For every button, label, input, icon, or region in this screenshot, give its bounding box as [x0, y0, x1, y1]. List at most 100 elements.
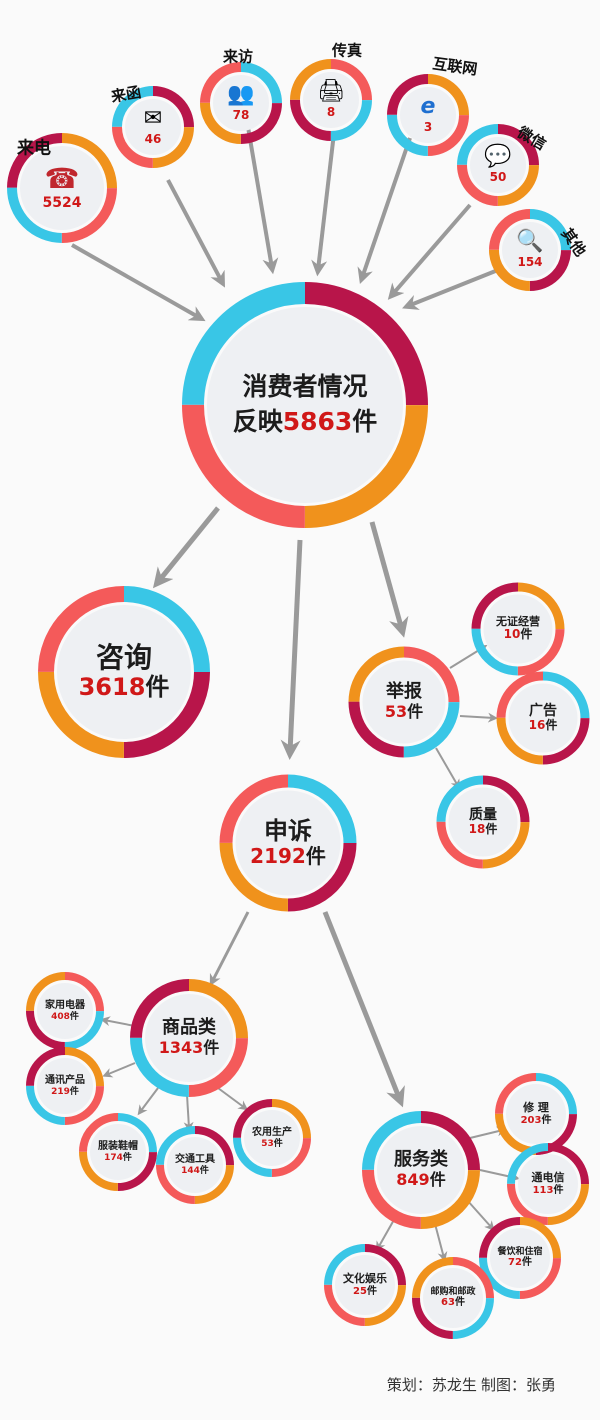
report-child-bubble-unit: 件 [485, 822, 498, 837]
services-ring-segment [362, 1111, 480, 1229]
consult-ring-segment [38, 586, 210, 758]
source-ring-segment [112, 86, 194, 168]
goods-child-bubble-value: 219件 [51, 1087, 79, 1097]
report-bubble-unit: 件 [407, 702, 424, 722]
source-ring-segment [7, 133, 117, 243]
goods-child-bubble-unit: 件 [199, 1165, 209, 1176]
goods-child-bubble-value: 174件 [104, 1153, 132, 1163]
services-child-bubble-unit: 件 [521, 1257, 532, 1269]
goods-child-ring-segment [79, 1113, 157, 1191]
goods-child-ring-segment [233, 1099, 311, 1177]
source-ring-face [303, 72, 359, 128]
connector-arrow [322, 911, 405, 1108]
goods-child-bubble-label: 农用生产 [252, 1127, 292, 1139]
report-child-ring-segment [436, 775, 530, 869]
report-child-ring [496, 671, 590, 765]
source-ring [387, 74, 469, 156]
connector-arrow [209, 911, 250, 987]
services-child-bubble-number: 113 [532, 1184, 554, 1196]
complaint-bubble-number: 2192 [250, 844, 306, 869]
services-child-ring-segment [412, 1257, 494, 1339]
report-child-bubble-value: 10件 [504, 628, 533, 642]
source-ring [290, 59, 372, 141]
connector-arrow [71, 243, 206, 322]
goods-child-bubble-number: 53 [261, 1138, 274, 1149]
goods-ring-segment [130, 979, 248, 1097]
source-ring [457, 124, 539, 206]
services-ring-segment [362, 1111, 480, 1229]
connector-arrow [376, 1217, 396, 1252]
services-ring [362, 1111, 480, 1229]
source-ring [200, 62, 282, 144]
services-child-ring [479, 1217, 561, 1299]
source-ring-segment [200, 62, 282, 144]
services-child-ring-face [506, 1084, 566, 1144]
source-label: 来电 [17, 138, 51, 159]
source-ring-segment [387, 74, 469, 156]
connector-arrow [246, 126, 279, 275]
fax-icon: 🖨 [317, 79, 345, 104]
source-ring-face [213, 75, 269, 131]
services-child-bubble-value: 113件 [533, 1185, 564, 1197]
goods-child-bubble-value: 144件 [181, 1166, 209, 1176]
source-count: 46 [144, 132, 162, 146]
connector-arrow [183, 1094, 194, 1132]
goods-child-bubble-number: 144 [181, 1165, 200, 1176]
goods-bubble-label: 商品类 [162, 1017, 216, 1039]
goods-child-bubble-number: 219 [51, 1086, 70, 1097]
services-child-bubble-value: 203件 [521, 1115, 552, 1127]
report-child-bubble-unit: 件 [545, 718, 558, 733]
complaint-ring [219, 774, 357, 912]
services-child-ring-segment [507, 1143, 589, 1225]
credit-line: 策划：苏龙生 制图：张勇 [386, 1377, 556, 1394]
report-ring-segment [348, 646, 460, 758]
report-child-ring-segment [436, 775, 530, 869]
source-ring-segment [200, 62, 282, 144]
report-child-ring [471, 582, 565, 676]
services-child-ring-face [518, 1154, 578, 1214]
complaint-ring-face [235, 790, 341, 896]
services-child-ring-segment [412, 1257, 494, 1339]
services-child-bubble-label: 通电信 [531, 1170, 565, 1184]
bubble-rings [7, 59, 590, 1339]
services-child-ring-segment [324, 1244, 406, 1326]
services-bubble-value: 849件 [396, 1170, 445, 1189]
services-child-ring-segment [495, 1073, 577, 1155]
source-bubble: 🖨8 [306, 75, 356, 125]
goods-bubble-unit: 件 [203, 1038, 220, 1058]
goods-child-bubble-number: 174 [104, 1152, 123, 1163]
goods-child-bubble-unit: 件 [122, 1152, 132, 1163]
source-ring-segment [200, 62, 282, 144]
services-ring-face [377, 1126, 465, 1214]
source-ring-segment [457, 124, 539, 206]
source-ring [112, 86, 194, 168]
report-child-ring [436, 775, 530, 869]
services-child-ring-segment [479, 1217, 561, 1299]
source-bubble: 💬50 [473, 140, 523, 190]
goods-child-ring-segment [79, 1113, 157, 1191]
connector-arrow [402, 268, 499, 310]
center-ring [182, 282, 428, 528]
report-ring-face [362, 660, 446, 744]
source-ring-segment [489, 209, 571, 291]
magnifier-icon: 🔍 [516, 229, 544, 254]
goods-child-ring-segment [26, 972, 104, 1050]
goods-ring-segment [130, 979, 248, 1097]
complaint-ring-segment [219, 774, 357, 912]
services-child-ring-face [490, 1228, 550, 1288]
goods-child-ring-segment [156, 1126, 234, 1204]
connector-arrows [71, 126, 520, 1262]
goods-child-bubble-unit: 件 [273, 1138, 283, 1149]
goods-child-ring-segment [26, 972, 104, 1050]
services-child-bubble-number: 63 [441, 1297, 455, 1309]
report-bubble-value: 53件 [385, 702, 424, 722]
source-count: 5524 [42, 195, 82, 211]
report-child-bubble-label: 广告 [529, 703, 557, 720]
services-child-ring-segment [479, 1217, 561, 1299]
